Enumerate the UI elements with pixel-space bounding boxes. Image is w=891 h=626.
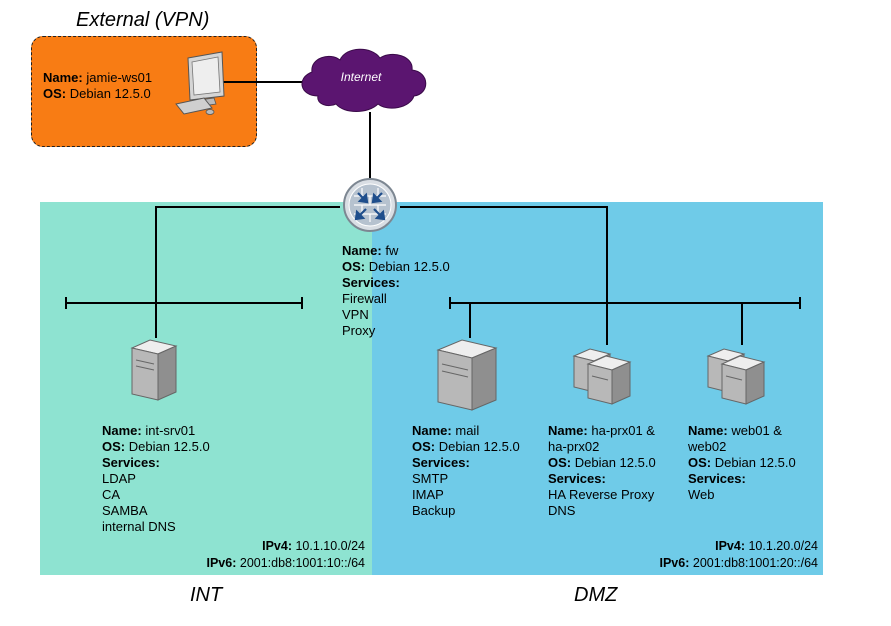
internet-cloud-icon	[301, 48, 427, 112]
fw-dmz-link	[400, 206, 608, 303]
internet-label: Internet	[340, 70, 382, 84]
proxy-info: Name: ha-prx01 & ha-prx02 OS: Debian 12.…	[548, 423, 656, 518]
dmz-network-addresses: IPv4: 10.1.20.0/24 IPv6: 2001:db8:1001:2…	[659, 539, 819, 570]
firewall-info: Name: fw OS: Debian 12.5.0 Services: Fir…	[342, 243, 450, 338]
external-host-info: Name: jamie-ws01 OS: Debian 12.5.0	[43, 70, 153, 101]
server-icon	[436, 339, 498, 411]
int-caption: INT	[190, 584, 223, 606]
external-caption: External (VPN)	[76, 9, 210, 31]
dmz-caption: DMZ	[574, 584, 618, 606]
int-srv-info: Name: int-srv01 OS: Debian 12.5.0 Servic…	[102, 423, 210, 534]
fw-int-link	[155, 206, 340, 303]
server-cluster-icon	[706, 348, 766, 405]
web-info: Name: web01 & web02 OS: Debian 12.5.0 Se…	[688, 423, 796, 502]
int-network-addresses: IPv4: 10.1.10.0/24 IPv6: 2001:db8:1001:1…	[206, 539, 366, 570]
mail-info: Name: mail OS: Debian 12.5.0 Services: S…	[412, 423, 520, 518]
firewall-icon	[343, 178, 397, 232]
server-cluster-icon	[572, 348, 632, 405]
workstation-icon	[175, 51, 225, 115]
int-zone	[40, 202, 372, 575]
server-icon	[130, 339, 178, 401]
